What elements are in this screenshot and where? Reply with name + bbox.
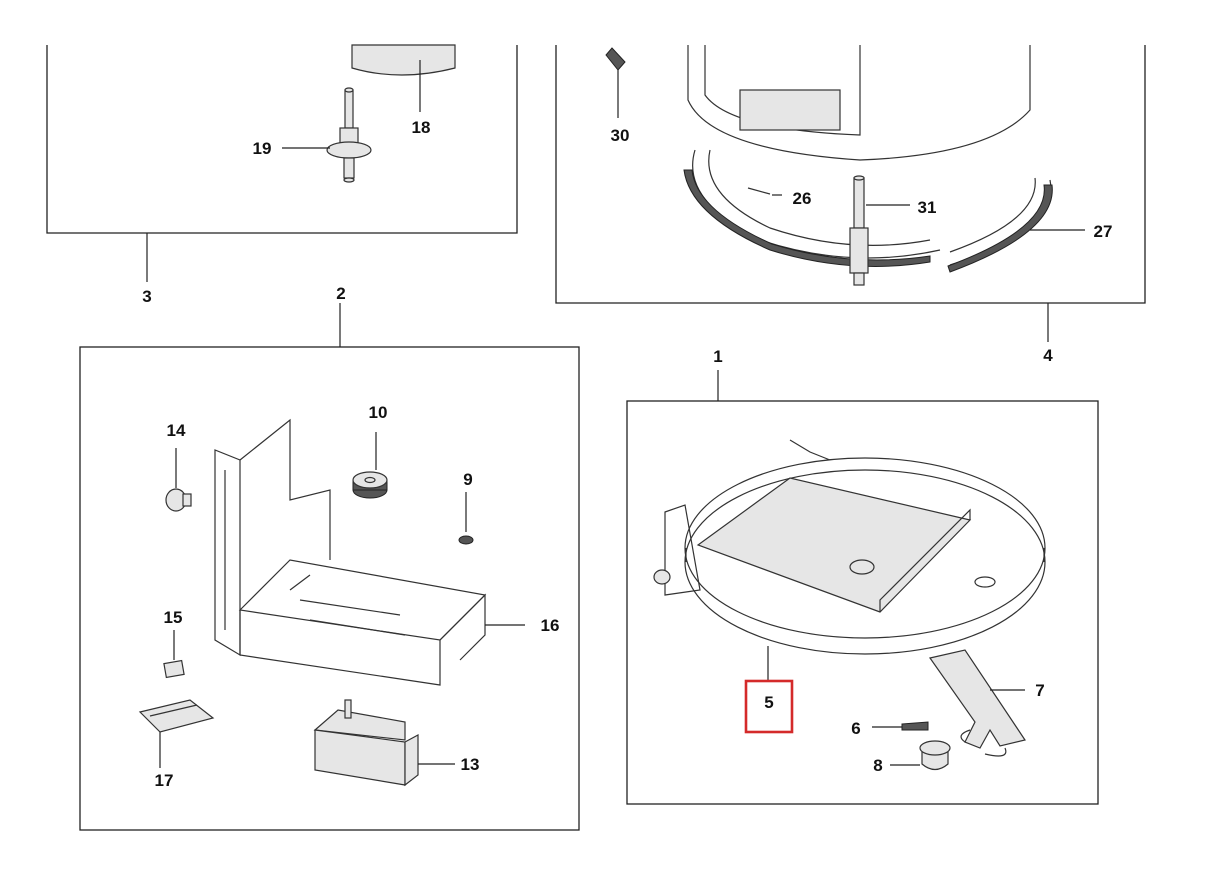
callout-4: 4 [1043, 346, 1053, 365]
assembly-3-frame [46, 45, 518, 234]
assembly-2-frame [79, 346, 580, 831]
part-16-chassis [214, 418, 487, 686]
part-6-spring [901, 721, 929, 731]
part-18-housing [351, 44, 456, 76]
part-14-screw [165, 488, 192, 512]
part-10-gear [352, 471, 388, 499]
callout-8: 8 [873, 756, 882, 775]
part-27-ring-gear-inner [708, 149, 1036, 253]
part-13-motor [313, 699, 419, 787]
part-19-shaft [326, 87, 372, 183]
callout-1: 1 [713, 347, 722, 366]
callout-27: 27 [1094, 222, 1113, 241]
callout-18: 18 [412, 118, 431, 137]
drum-body [687, 45, 1031, 161]
part-31-shaft [849, 175, 869, 286]
part-15-pin [163, 659, 185, 679]
callout-3: 3 [142, 287, 151, 306]
highlight-box-part-5 [744, 679, 794, 734]
callout-15: 15 [164, 608, 183, 627]
part-7-bracket [928, 649, 1026, 757]
callout-6: 6 [851, 719, 860, 738]
callout-17: 17 [155, 771, 174, 790]
callout-14: 14 [167, 421, 186, 440]
callout-30: 30 [611, 126, 630, 145]
callout-19: 19 [253, 139, 272, 158]
part-30-handle [605, 47, 626, 71]
drum-grille [739, 89, 841, 131]
assembly-2 [79, 303, 580, 831]
part-27-gear-teeth [683, 169, 931, 267]
callout-7: 7 [1035, 681, 1044, 700]
part-8-cap [919, 740, 951, 771]
assembly-4 [555, 45, 1146, 342]
callout-2: 2 [336, 284, 345, 303]
part-17-hinge [138, 699, 215, 733]
callout-10: 10 [369, 403, 388, 422]
part-5-tray [653, 439, 1046, 655]
assembly-4-frame [555, 45, 1146, 304]
part-26-pin [747, 187, 771, 195]
callout-31: 31 [918, 198, 937, 217]
callout-5: 5 [764, 693, 773, 712]
callout-26: 26 [793, 189, 812, 208]
assembly-1-frame [626, 400, 1099, 805]
callout-13: 13 [461, 755, 480, 774]
part-9-washer [458, 535, 474, 545]
callout-9: 9 [463, 470, 472, 489]
assembly-1 [626, 370, 1099, 805]
callout-16: 16 [541, 616, 560, 635]
part-27-gear-teeth-right [947, 184, 1053, 273]
callout-labels: 1 2 3 4 5 6 7 8 9 10 13 14 15 16 17 18 1… [142, 118, 1112, 790]
assembly-3 [46, 44, 518, 282]
